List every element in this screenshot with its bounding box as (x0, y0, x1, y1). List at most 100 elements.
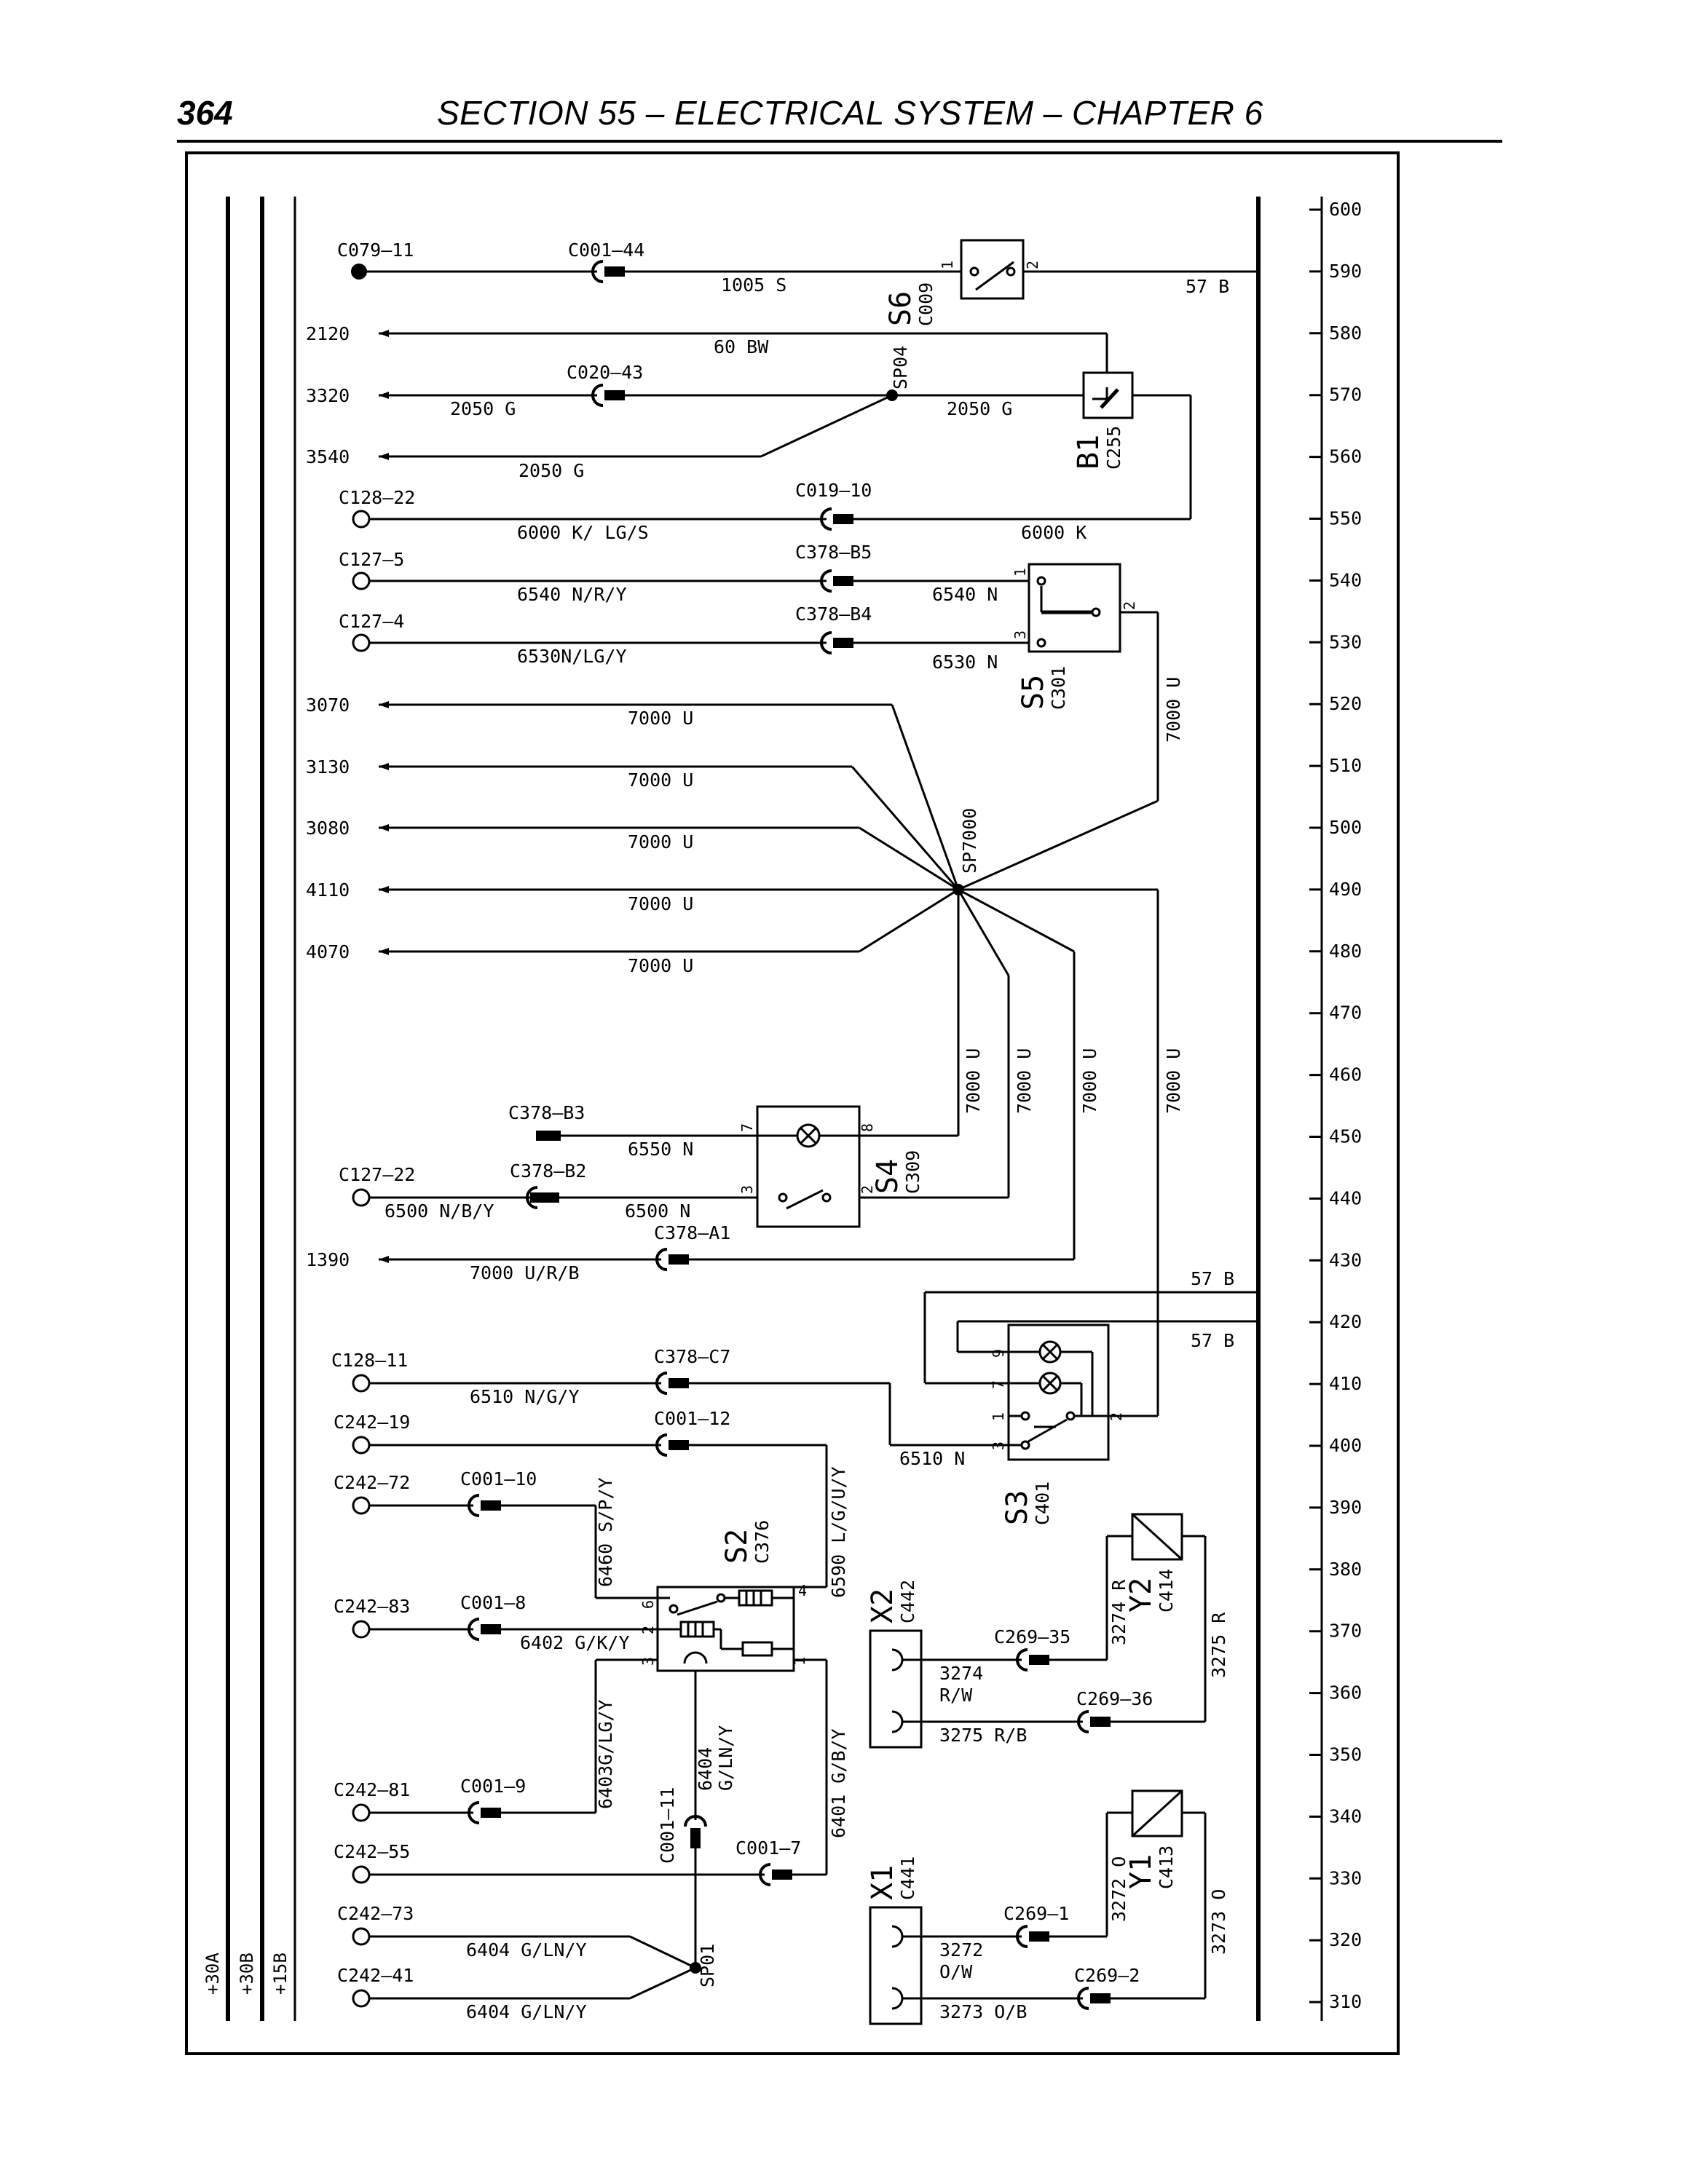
wire-6550n: 6550 N (628, 1139, 693, 1160)
wire-3272-a: 3272 (939, 1939, 983, 1961)
component-s3: S3 (1001, 1490, 1034, 1525)
wire-6000k-lgs: 6000 K/ LG/S (517, 522, 649, 543)
conn-c242-55: C242–55 (334, 1841, 410, 1862)
pin-s2-2: 2 (639, 1626, 657, 1634)
rail-30a-label: +30A (202, 1952, 223, 1995)
splice-sp01: SP01 (697, 1944, 718, 1987)
scale-tick-label: 520 (1329, 693, 1362, 714)
scale-tick-label: 330 (1329, 1867, 1362, 1888)
component-c376: C376 (752, 1520, 773, 1564)
wire-6500nby: 6500 N/B/Y (384, 1200, 494, 1222)
wire-7000u-2: 7000 U (628, 769, 693, 791)
ref-3130: 3130 (306, 756, 350, 778)
conn-c001-12: C001–12 (654, 1408, 730, 1429)
scale-tick-label: 580 (1329, 323, 1362, 344)
ref-3070: 3070 (306, 695, 350, 716)
wire-2050g-b: 2050 G (947, 398, 1012, 419)
wire-7000u-5: 7000 U (628, 955, 693, 976)
pin-s6-2: 2 (1024, 261, 1041, 269)
pin-s4-8: 8 (859, 1123, 876, 1132)
pin-s5-3: 3 (1011, 630, 1029, 639)
wire-6401: 6401 G/B/Y (828, 1728, 849, 1838)
splice-points (351, 264, 964, 1974)
wire-6500n: 6500 N (625, 1200, 690, 1222)
wire-3275rb: 3275 R/B (939, 1725, 1027, 1746)
diagram-labels: 2120 3320 3540 3070 3130 3080 4110 4070 … (306, 240, 1234, 2022)
conn-c001-8: C001–8 (460, 1592, 526, 1613)
scale-tick-label: 540 (1329, 569, 1362, 590)
wire-6404-c: 6404 G/LN/Y (466, 1939, 587, 1961)
ref-3080: 3080 (306, 818, 350, 839)
component-c009: C009 (915, 282, 936, 326)
pin-s6-1: 1 (939, 261, 956, 269)
ref-4070: 4070 (306, 941, 350, 962)
wire-57b-top: 57 B (1186, 276, 1229, 297)
scale-tick-label: 420 (1329, 1311, 1362, 1332)
wire-6000k: 6000 K (1021, 522, 1086, 543)
conn-c242-73: C242–73 (337, 1903, 414, 1924)
wire-7000u-1: 7000 U (628, 708, 693, 729)
conn-c020-43: C020–43 (567, 362, 643, 383)
pin-s3-2: 2 (1108, 1412, 1125, 1421)
solenoid-y1 (1131, 1789, 1183, 1837)
component-y1: Y1 (1124, 1854, 1158, 1889)
component-s2: S2 (720, 1529, 754, 1564)
pin-s2-4: 4 (798, 1582, 807, 1599)
scale-tick-label: 390 (1329, 1497, 1362, 1518)
rail-labels: +30A +30B +15B (202, 1952, 291, 1995)
conn-c019-10: C019–10 (795, 480, 872, 501)
conn-c127-5: C127–5 (339, 549, 404, 570)
wire-2050g-a: 2050 G (450, 398, 516, 419)
page-header: 364 SECTION 55 – ELECTRICAL SYSTEM – CHA… (0, 0, 1688, 153)
diagram-frame (185, 151, 1400, 2055)
wire-7000u-v-s5: 7000 U (1163, 677, 1184, 743)
wire-7000u-v2: 7000 U (1014, 1048, 1035, 1114)
scale-tick-label: 490 (1329, 879, 1362, 900)
scale-tick-label: 360 (1329, 1682, 1362, 1704)
conn-c242-19: C242–19 (334, 1412, 410, 1433)
component-s6: S6 (884, 291, 918, 326)
scale-tick-label: 320 (1329, 1929, 1362, 1950)
wire-7000u-v1: 7000 U (963, 1048, 984, 1114)
ref-4110: 4110 (306, 879, 350, 901)
ref-2120: 2120 (306, 323, 350, 344)
wire-7000u-4: 7000 U (628, 893, 693, 914)
scale-ticks: 6005905805705605505405305205105004904804… (1309, 199, 1362, 2012)
component-y2: Y2 (1124, 1578, 1158, 1613)
component-x2: X2 (866, 1588, 899, 1623)
splice-sp04-dot (886, 389, 898, 401)
component-b1: B1 (1072, 435, 1105, 470)
conn-c378-b2: C378–B2 (510, 1160, 586, 1182)
scale-tick-label: 560 (1329, 446, 1362, 467)
wire-3273ob: 3273 O/B (939, 2001, 1027, 2022)
pin-s3-1: 1 (990, 1412, 1007, 1421)
switch-s4 (756, 1105, 861, 1228)
scale-tick-label: 380 (1329, 1559, 1362, 1580)
scale-tick-label: 550 (1329, 508, 1362, 529)
scale-tick-label: 430 (1329, 1249, 1362, 1270)
conn-c128-11: C128–11 (331, 1350, 408, 1371)
power-rails (226, 197, 1261, 2021)
scale-tick-label: 310 (1329, 1991, 1362, 2012)
conn-c378-c7: C378–C7 (654, 1346, 730, 1367)
wire-7000u-3: 7000 U (628, 831, 693, 852)
wire-3272o: 3272 O (1108, 1856, 1129, 1922)
pin-s3-3: 3 (990, 1441, 1007, 1450)
conn-c242-72: C242–72 (334, 1472, 410, 1493)
wire-6530nlgy: 6530N/LG/Y (517, 646, 627, 667)
wire-3275r: 3275 R (1208, 1612, 1229, 1678)
wires (360, 270, 1258, 2000)
wire-7000u-v4: 7000 U (1163, 1048, 1184, 1114)
pin-s4-2: 2 (859, 1185, 876, 1194)
conn-c001-9: C001–9 (460, 1776, 526, 1797)
wire-6540n: 6540 N (932, 584, 998, 605)
scale-tick-label: 370 (1329, 1621, 1362, 1642)
wire-3274-b: R/W (939, 1685, 973, 1706)
pin-s4-7: 7 (738, 1123, 756, 1132)
wire-6402: 6402 G/K/Y (520, 1632, 630, 1653)
conn-c001-10: C001–10 (460, 1468, 537, 1489)
component-s4: S4 (871, 1159, 904, 1194)
wire-57b-a: 57 B (1191, 1268, 1234, 1289)
component-c414: C414 (1156, 1569, 1177, 1613)
